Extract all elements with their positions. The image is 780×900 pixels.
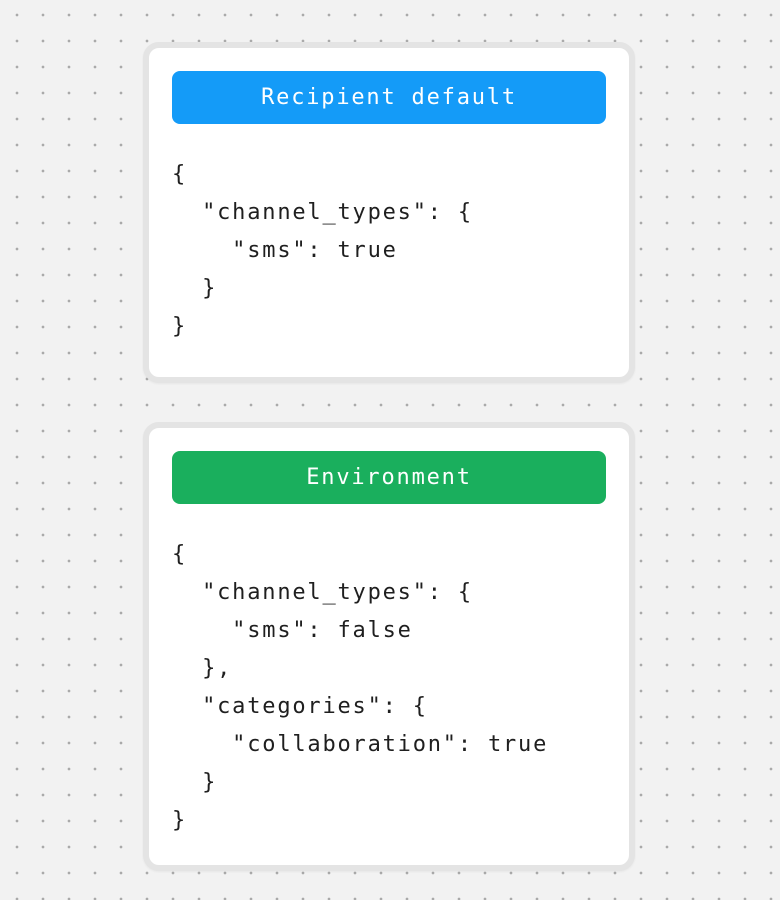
recipient-default-header-badge: Recipient default xyxy=(172,71,606,124)
code-line: } xyxy=(172,314,188,339)
code-line: { xyxy=(172,542,188,567)
card-recipient-default: Recipient default { "channel_types": { "… xyxy=(143,42,635,383)
code-line: "categories": { xyxy=(172,694,428,719)
code-line: } xyxy=(172,276,218,301)
code-line: { xyxy=(172,162,188,187)
recipient-default-json-code: { "channel_types": { "sms": true } } xyxy=(172,156,606,346)
code-line: "sms": false xyxy=(172,618,413,643)
code-line: "channel_types": { xyxy=(172,200,473,225)
code-line: "sms": true xyxy=(172,238,398,263)
code-line: "channel_types": { xyxy=(172,580,473,605)
card-environment: Environment { "channel_types": { "sms": … xyxy=(143,422,635,871)
code-line: } xyxy=(172,808,188,833)
code-line: "collaboration": true xyxy=(172,732,549,757)
environment-json-code: { "channel_types": { "sms": false }, "ca… xyxy=(172,536,606,840)
environment-header-badge: Environment xyxy=(172,451,606,504)
code-line: } xyxy=(172,770,218,795)
code-line: }, xyxy=(172,656,233,681)
